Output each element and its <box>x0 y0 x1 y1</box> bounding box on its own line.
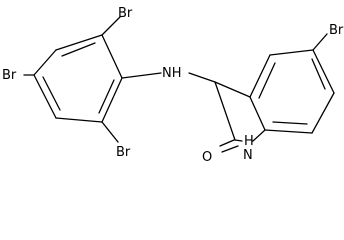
bond <box>221 145 239 153</box>
bond <box>55 34 103 51</box>
bond <box>214 81 236 141</box>
bond <box>312 33 328 51</box>
bond <box>42 76 61 111</box>
bond <box>214 81 251 98</box>
bond <box>98 79 115 114</box>
bond <box>311 58 326 90</box>
bond <box>258 62 276 99</box>
bond <box>269 49 314 56</box>
bond <box>234 139 243 142</box>
carbonyl-oxygen-label: O <box>202 150 212 165</box>
bond <box>272 121 308 125</box>
bond <box>33 74 57 119</box>
atom-labels: Br Br Br Br NH H N O <box>2 6 344 165</box>
bromine-label-top: Br <box>118 6 133 21</box>
bond <box>101 34 123 79</box>
bromine-label-bottom: Br <box>116 145 131 160</box>
bond <box>101 16 121 36</box>
bond <box>249 54 271 98</box>
ring-nitrogen-h-label: H <box>244 134 254 149</box>
bond <box>33 49 57 76</box>
bond-lines <box>23 16 335 153</box>
ring-nitrogen-label: N <box>243 148 253 163</box>
bromine-label-indole: Br <box>329 23 344 38</box>
bond <box>55 117 103 123</box>
bond <box>121 72 162 79</box>
bond <box>101 121 119 143</box>
bond <box>219 139 235 147</box>
bromine-label-left: Br <box>2 68 17 83</box>
bond <box>249 96 266 131</box>
bond <box>312 49 335 94</box>
molecule-structure-diagram: Br Br Br Br NH H N O <box>2 6 344 165</box>
bond <box>188 72 216 83</box>
bond <box>101 77 123 123</box>
bond <box>61 42 96 57</box>
bond <box>311 92 335 134</box>
amine-label: NH <box>162 66 182 81</box>
bond <box>252 129 266 142</box>
bond <box>264 129 313 134</box>
